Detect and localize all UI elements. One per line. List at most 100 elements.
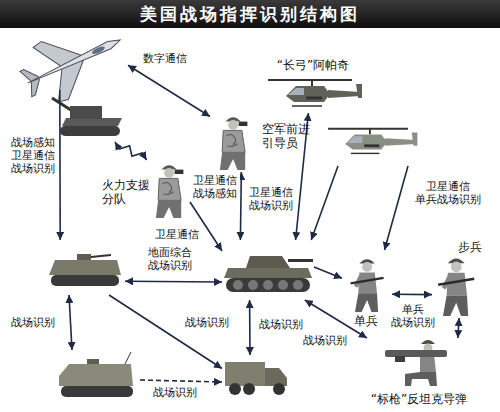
edge-label: 卫星通信 战场识别 [246,186,296,212]
unit-node [318,118,418,166]
infantry-fighting-vehicle [49,254,121,286]
unit-node: 单兵 [342,250,392,330]
ifv-track [51,275,119,286]
ifv-gun [91,255,111,257]
self-propelled-howitzer [52,98,122,136]
tank-wheel [263,280,273,290]
helicopter [328,129,417,154]
edge-label: 战场识别 [300,334,350,347]
howitzer-hull [62,118,122,126]
edge-label-holder: 卫星通信 战场识别 [246,186,296,212]
edge-label: 战场识别 [182,316,232,329]
antenna [125,352,131,364]
truck-wheel [229,383,241,395]
unit-node [55,92,130,142]
title-layer: 美国战场指挥识别结构图 [0,0,500,28]
tank-wheel [248,280,258,290]
edge-label: 卫星通信 单兵战场识别 [412,180,484,206]
unit-node: 火力支援 分队 [100,160,190,220]
edge-label-holder: 地面综合 战场识别 [145,246,195,272]
unit-node [55,350,140,400]
carrier-hull [59,364,133,386]
tank-wheel [278,280,288,290]
connector [125,280,222,282]
main-battle-tank [224,256,313,292]
fighter-jet [12,11,133,113]
unit-label: 步兵 [452,240,488,254]
connector [59,90,61,240]
unit-node: “标枪”反坦克导弹 [345,338,495,408]
connector [249,300,251,355]
apache-helicopter [268,80,362,106]
unit-label: 单兵 [342,314,390,328]
howitzer-turret [70,106,102,119]
javelin-launcher [385,350,447,357]
edge-label-holder: 卫星通信 战场感知 [190,174,240,200]
tank-barrel [288,259,313,262]
unit-node [222,355,292,400]
edge-label-holder: 战场识别 [8,316,58,329]
howitzer-track [60,126,120,136]
connector [109,295,222,369]
edge-label: 战场识别 [150,386,200,399]
edge-label: 战场感知 卫星通信 战场识别 [8,136,58,176]
edge-label-holder: 单兵 战场识别 [388,303,438,329]
unit-label: 火力支援 分队 [102,178,156,207]
edge-label-holder: 战场识别 [256,318,306,331]
edge-label-holder: 战场识别 [300,334,350,347]
edge-label: 数字通信 [140,52,190,65]
tank-track [226,278,310,292]
connector [115,142,147,160]
edge-label: 单兵 战场识别 [388,303,438,329]
title-band [0,0,500,28]
fire-support-figure [156,165,184,218]
edge-label: 战场识别 [256,318,306,331]
truck [225,362,287,395]
unit-node [222,240,314,300]
unit-label: 空军前进 引导员 [262,122,316,151]
tank-turret [246,256,290,268]
connector [128,65,210,116]
infantry-figure [438,258,474,316]
truck-wheel [273,383,285,395]
connector [190,202,222,251]
soldier-figure [351,259,384,312]
tank-wheel [233,280,243,290]
jet-canopy [91,45,106,55]
connector [314,267,342,278]
connector [311,166,338,240]
connector [385,166,409,250]
forward-controller-figure [220,117,248,170]
unit-node: 步兵 [432,240,492,318]
edge-label-holder: 卫星通信 单兵战场识别 [412,180,484,206]
truck-cab [265,368,287,386]
connector [69,295,72,350]
carrier-hatch [87,359,99,364]
jet-fuselage [26,36,122,86]
tank-wheel [293,280,303,290]
ifv-hull [49,260,121,275]
edge-label: 战场识别 [8,316,58,329]
unit-node: “长弓”阿帕奇 [258,58,370,113]
edge-label-holder: 战场识别 [182,316,232,329]
unit-node [45,240,125,295]
truck-wheel [243,383,255,395]
javelin-gunner [385,340,447,386]
tank-hull [224,268,312,278]
diagram-title: 美国战场指挥识别结构图 [140,0,360,28]
unit-label: “标枪”反坦克导弹 [345,392,493,406]
launcher-sight [395,356,405,362]
truck-cargo [225,362,265,386]
connector [392,293,432,295]
unit-node: 空军前进 引导员 [210,112,318,172]
connector [458,318,459,338]
unit-label: “长弓”阿帕奇 [258,58,368,72]
gunner-legs [405,372,437,386]
edge-label: 卫星通信 战场感知 [190,174,240,200]
carrier-track [61,386,133,397]
edge-label-holder: 战场感知 卫星通信 战场识别 [8,136,58,176]
gunner-helmet [421,340,435,344]
edge-label-holder: 战场识别 [150,386,200,399]
